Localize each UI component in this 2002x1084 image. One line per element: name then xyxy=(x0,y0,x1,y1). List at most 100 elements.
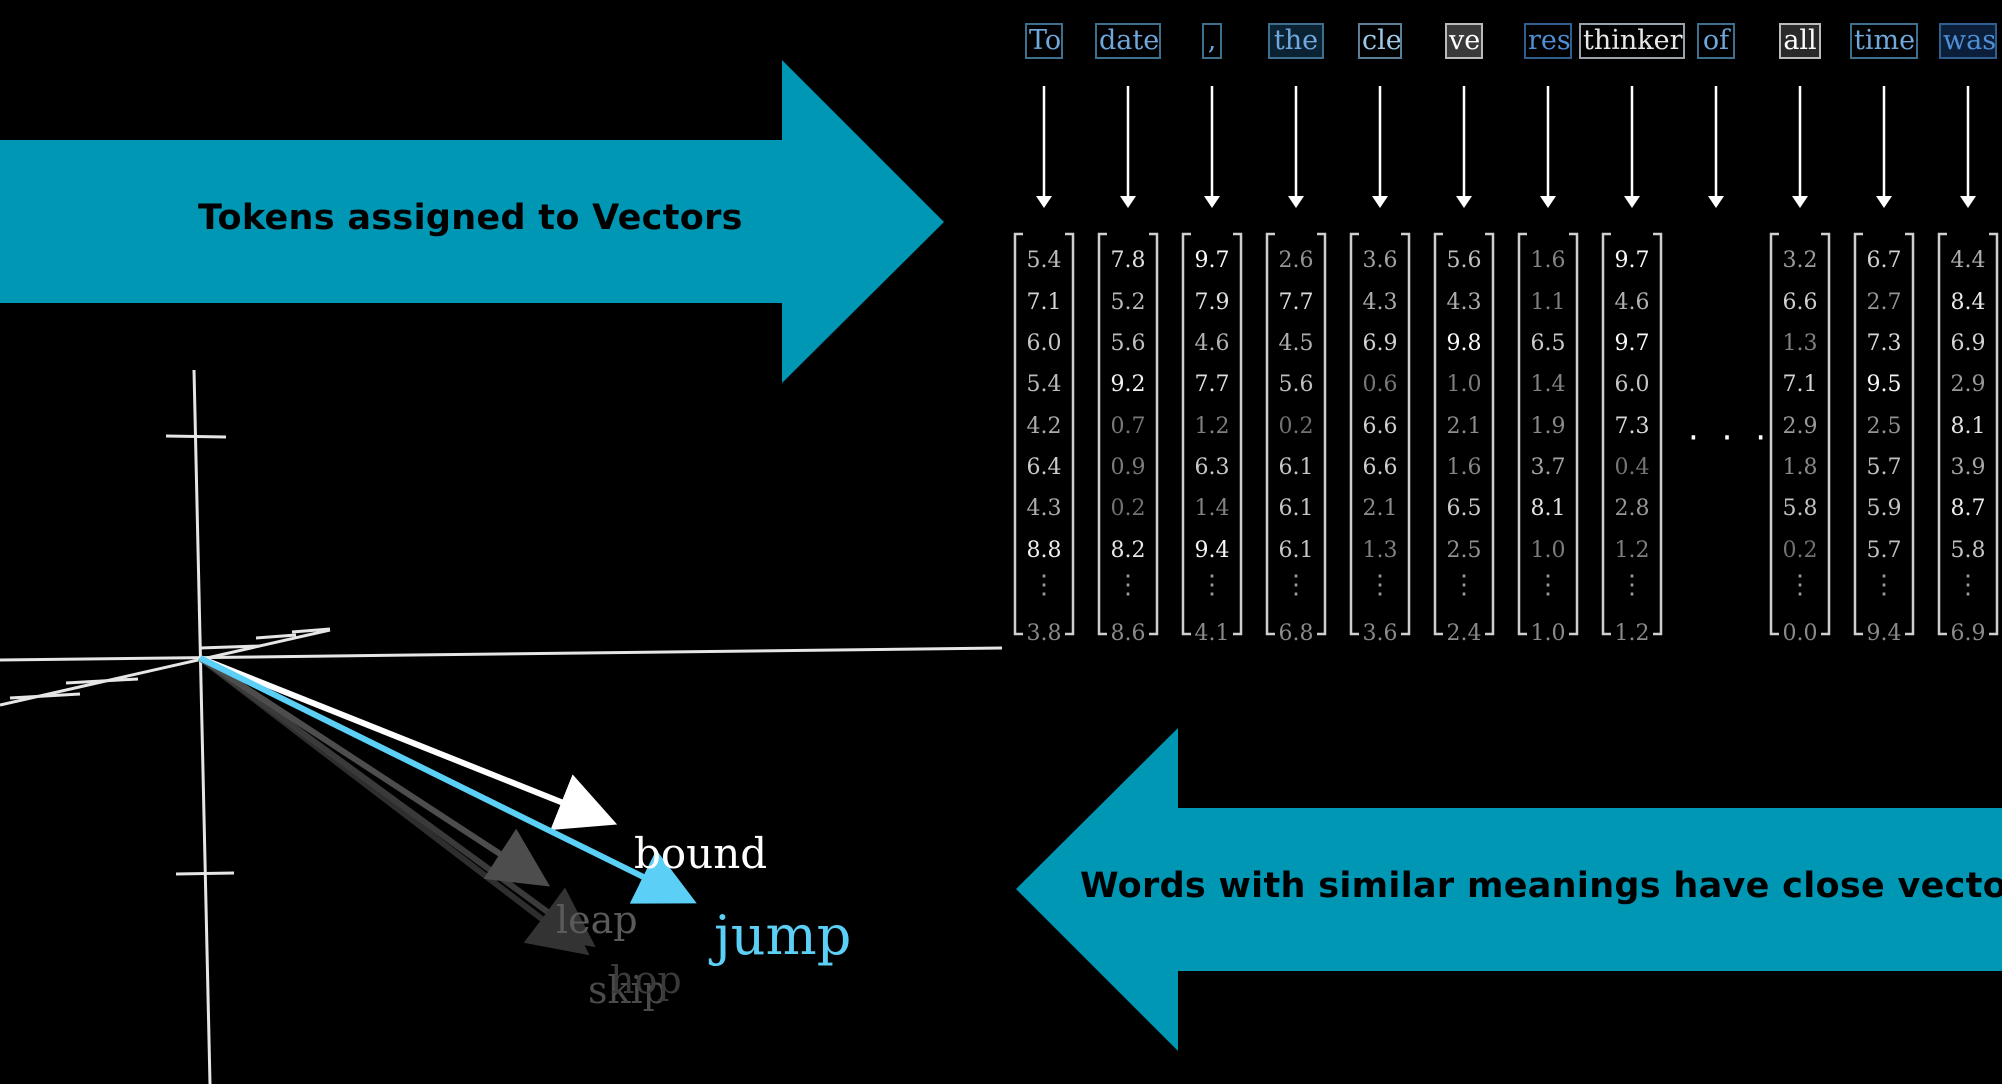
arrow-head xyxy=(1960,196,1976,208)
arrow-head xyxy=(1624,196,1640,208)
vector-value: 2.9 xyxy=(1782,414,1818,439)
token-box: the xyxy=(1268,23,1324,59)
vector-value: 2.5 xyxy=(1866,414,1902,439)
vector-value: 4.3 xyxy=(1362,290,1398,315)
vector-value: 6.9 xyxy=(1950,331,1986,356)
vector-value: 2.7 xyxy=(1866,290,1902,315)
arrow-head xyxy=(1876,196,1892,208)
vector-value: 2.1 xyxy=(1362,496,1398,521)
left-bracket xyxy=(1013,232,1023,636)
vertical-axis xyxy=(192,369,212,1084)
right-bracket xyxy=(1149,232,1159,636)
ellipsis: · · · xyxy=(1688,418,1773,458)
tokens-assigned-label: Tokens assigned to Vectors xyxy=(198,198,743,238)
vector-value: 0.9 xyxy=(1110,455,1146,480)
left-bracket xyxy=(1433,232,1443,636)
token-box: thinker xyxy=(1579,23,1685,59)
word-leap: leap xyxy=(556,898,638,942)
vector-vertical-dots: ⋮ xyxy=(1115,570,1141,600)
tick xyxy=(255,633,297,640)
vector-value: 1.0 xyxy=(1530,538,1566,563)
vector-brackets xyxy=(1013,232,1999,636)
arrow-head xyxy=(1792,196,1808,208)
vector-value: 1.1 xyxy=(1530,290,1566,315)
left-bracket xyxy=(1265,232,1275,636)
vector-value: 9.7 xyxy=(1614,248,1650,273)
word-skip: skip xyxy=(588,968,668,1012)
vector-value: 4.5 xyxy=(1278,331,1314,356)
depth-axis xyxy=(0,628,331,707)
axes xyxy=(0,369,1003,1084)
vector-value: 5.7 xyxy=(1866,455,1902,480)
vector-value: 6.3 xyxy=(1194,455,1230,480)
token-box: To xyxy=(1025,23,1063,59)
horizontal-axis xyxy=(0,646,1003,662)
left-arrow-banner xyxy=(1016,728,2002,1051)
vector-last-value: 8.6 xyxy=(1110,621,1146,646)
leap-vector xyxy=(198,655,551,887)
left-bracket xyxy=(1349,232,1359,636)
vector-value: 3.9 xyxy=(1950,455,1986,480)
vector-value: 1.2 xyxy=(1194,414,1230,439)
vector-value: 6.0 xyxy=(1026,331,1062,356)
vector-vertical-dots: ⋮ xyxy=(1871,570,1897,600)
vector-vertical-dots: ⋮ xyxy=(1283,570,1309,600)
vector-vertical-dots: ⋮ xyxy=(1199,570,1225,600)
vector-value: 1.4 xyxy=(1530,372,1566,397)
vector-value: 6.5 xyxy=(1446,496,1482,521)
vector-value: 7.7 xyxy=(1278,290,1314,315)
tick xyxy=(165,434,227,439)
right-bracket xyxy=(1065,232,1075,636)
vector-value: 5.4 xyxy=(1026,248,1062,273)
tick xyxy=(175,871,235,876)
right-bracket xyxy=(1569,232,1579,636)
vector-value: 7.1 xyxy=(1782,372,1818,397)
right-arrow-banner xyxy=(0,60,944,383)
left-bracket xyxy=(1853,232,1863,636)
token-box: cle xyxy=(1358,23,1402,59)
tick xyxy=(199,644,261,650)
vector-value: 3.6 xyxy=(1362,248,1398,273)
left-bracket xyxy=(1097,232,1107,636)
token-box: all xyxy=(1779,23,1821,59)
vector-value: 8.1 xyxy=(1530,496,1566,521)
vector-value: 9.5 xyxy=(1866,372,1902,397)
vector-value: 9.2 xyxy=(1110,372,1146,397)
vector-value: 0.2 xyxy=(1110,496,1146,521)
token-box: , xyxy=(1202,23,1222,59)
vector-value: 8.4 xyxy=(1950,290,1986,315)
vector-value: 7.8 xyxy=(1110,248,1146,273)
right-bracket xyxy=(1317,232,1327,636)
left-bracket xyxy=(1601,232,1611,636)
vector-value: 4.3 xyxy=(1026,496,1062,521)
left-bracket xyxy=(1181,232,1191,636)
vector-vertical-dots: ⋮ xyxy=(1535,570,1561,600)
vector-value: 2.1 xyxy=(1446,414,1482,439)
arrow-head xyxy=(1708,196,1724,208)
vector-value: 4.2 xyxy=(1026,414,1062,439)
vector-value: 6.1 xyxy=(1278,455,1314,480)
vector-vertical-dots: ⋮ xyxy=(1031,570,1057,600)
vector-value: 1.8 xyxy=(1782,455,1818,480)
vector-vertical-dots: ⋮ xyxy=(1787,570,1813,600)
vector-value: 4.3 xyxy=(1446,290,1482,315)
vector-value: 7.7 xyxy=(1194,372,1230,397)
vector-value: 5.8 xyxy=(1950,538,1986,563)
vector-last-value: 1.0 xyxy=(1530,621,1566,646)
vector-last-value: 6.9 xyxy=(1950,621,1986,646)
vector-value: 2.5 xyxy=(1446,538,1482,563)
vector-value: 6.9 xyxy=(1362,331,1398,356)
vector-value: 5.8 xyxy=(1782,496,1818,521)
vector-value: 7.3 xyxy=(1866,331,1902,356)
vector-value: 6.1 xyxy=(1278,538,1314,563)
right-bracket xyxy=(1485,232,1495,636)
vector-value: 6.6 xyxy=(1362,455,1398,480)
tick xyxy=(65,677,139,685)
right-bracket xyxy=(1821,232,1831,636)
word-jump: jump xyxy=(714,904,852,967)
vector-value: 9.4 xyxy=(1194,538,1230,563)
vector-value: 1.4 xyxy=(1194,496,1230,521)
vector-value: 5.7 xyxy=(1866,538,1902,563)
